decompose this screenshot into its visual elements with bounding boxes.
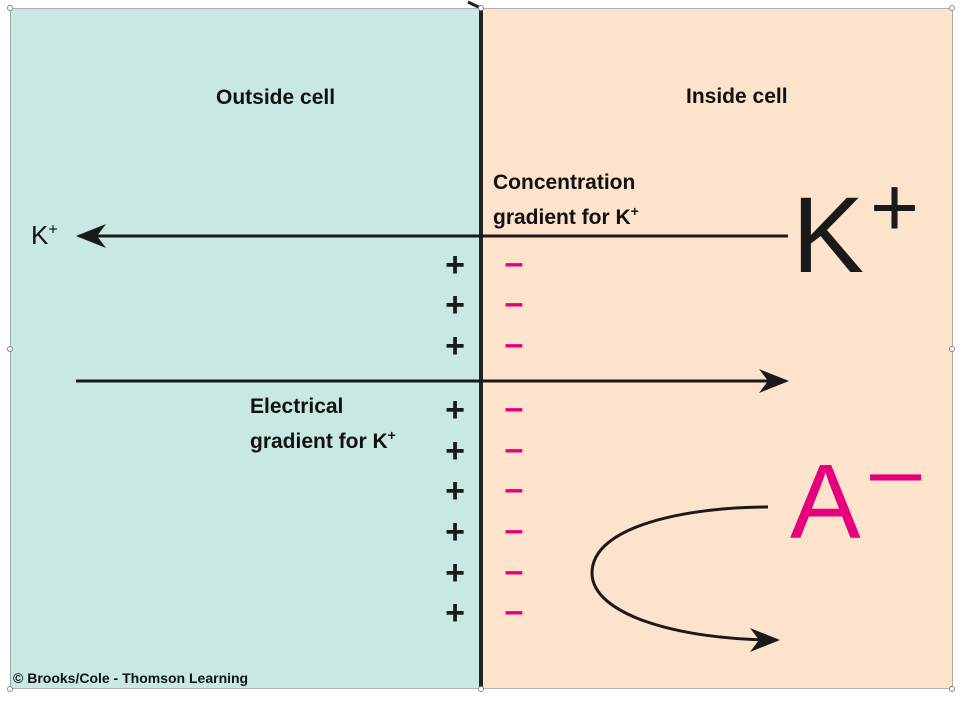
concentration-gradient-label: Concentration gradient for K+ [493, 168, 639, 232]
resize-handle-bottom-center[interactable] [478, 686, 484, 692]
concentration-gradient-text: gradient for K [493, 206, 631, 229]
potassium-ion-large: K + [792, 160, 919, 305]
potassium-ion-symbol: K [792, 174, 865, 295]
negative-charge: – [504, 284, 524, 322]
positive-charge: + [445, 513, 465, 551]
electrical-gradient-label: Electrical gradient for K+ [250, 392, 396, 456]
anion-return-arrow [590, 505, 780, 652]
positive-charge: + [445, 554, 465, 592]
positive-charge: + [445, 246, 465, 284]
resize-handle-top-right[interactable] [949, 5, 955, 11]
inside-cell-label: Inside cell [686, 85, 788, 108]
positive-charge: + [445, 286, 465, 324]
resize-handle-middle-right[interactable] [949, 346, 955, 352]
inside-cell-region [483, 8, 953, 689]
anion-large: A – [790, 420, 921, 572]
resize-handle-bottom-right[interactable] [949, 686, 955, 692]
concentration-gradient-line1: Concentration [493, 171, 636, 194]
concentration-gradient-line2: gradient for K+ [493, 197, 639, 232]
outside-cell-label: Outside cell [216, 86, 336, 109]
positive-charge: + [445, 594, 465, 632]
resize-handle-top-left[interactable] [7, 5, 13, 11]
k-ion-outside-charge: + [48, 221, 58, 239]
negative-charge: – [504, 470, 524, 508]
copyright-notice: © Brooks/Cole - Thomson Learning [13, 670, 249, 686]
negative-charge: – [504, 325, 524, 363]
negative-charge: – [504, 430, 524, 468]
negative-charge: – [504, 511, 524, 549]
positive-charge: + [445, 472, 465, 510]
anion-symbol: A [790, 443, 861, 561]
electrical-gradient-line1: Electrical [250, 395, 344, 418]
negative-charge: – [504, 592, 524, 630]
resize-handle-middle-left[interactable] [7, 346, 13, 352]
positive-charge: + [445, 327, 465, 365]
k-ion-outside-symbol: K [31, 220, 49, 250]
positive-charge: + [445, 432, 465, 470]
electrical-gradient-sup: + [387, 427, 396, 443]
negative-charge: – [504, 389, 524, 427]
anion-charge: – [870, 419, 922, 521]
outside-cell-region [10, 8, 482, 689]
negative-charge: – [504, 552, 524, 590]
resize-handle-top-center[interactable] [478, 5, 484, 11]
electrical-gradient-line2: gradient for K+ [250, 421, 396, 456]
electrical-gradient-text: gradient for K [250, 430, 388, 453]
positive-charge: + [445, 391, 465, 429]
k-ion-outside-label: K+ [31, 220, 58, 251]
resize-handle-bottom-left[interactable] [7, 686, 13, 692]
negative-charge: – [504, 244, 524, 282]
potassium-ion-charge: + [870, 160, 920, 254]
concentration-gradient-sup: + [630, 203, 639, 219]
